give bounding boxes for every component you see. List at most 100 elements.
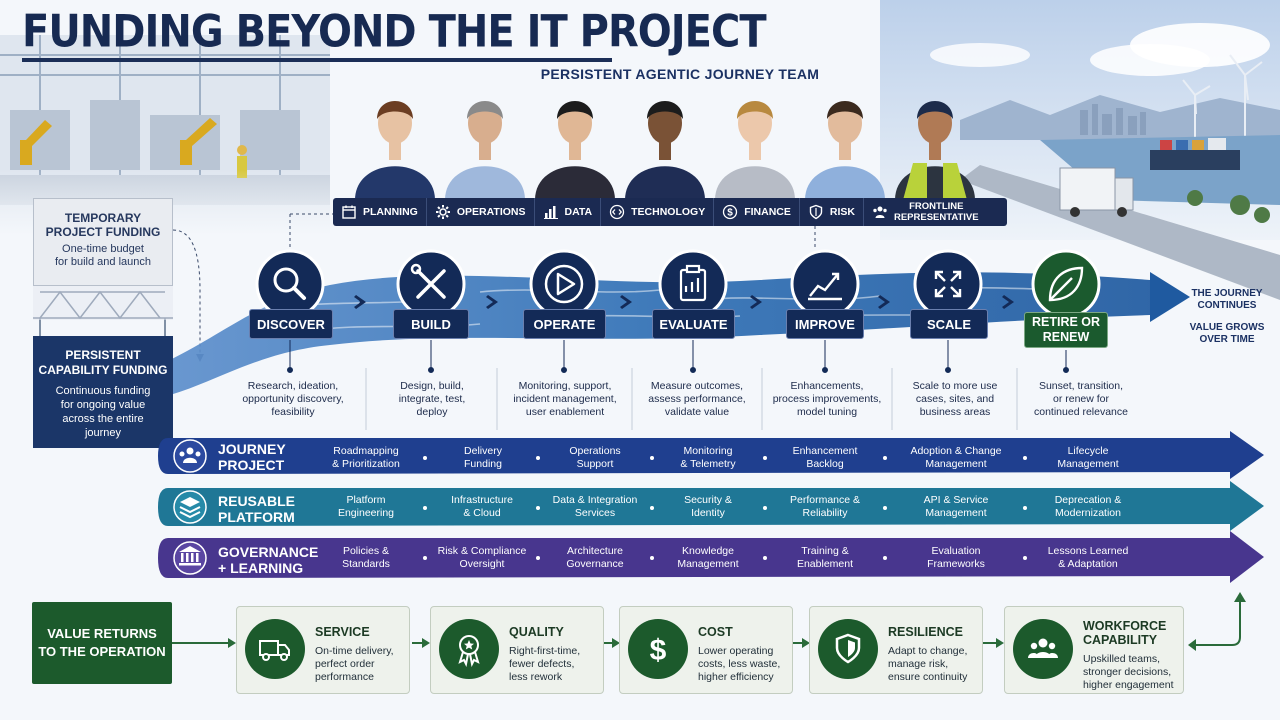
- lane-item-line: Frameworks: [927, 558, 985, 570]
- lane-item-line: Backlog: [806, 458, 844, 470]
- title-line: WORKFORCE: [1083, 619, 1167, 633]
- team-member-neck: [389, 140, 401, 160]
- lane-item-line: Identity: [691, 507, 725, 519]
- temporary-title-line2: PROJECT FUNDING: [45, 225, 161, 239]
- role-label: TECHNOLOGY: [631, 206, 706, 218]
- safety-vest: [903, 163, 967, 200]
- value-card-desc: On-time delivery, perfect order performa…: [315, 645, 394, 684]
- svg-text:$: $: [650, 634, 667, 667]
- role-label: RISK: [829, 206, 855, 218]
- desc-line: or renew for: [1052, 393, 1110, 405]
- people-icon: [873, 206, 887, 218]
- role-frontline: FRONTLINE REPRESENTATIVE: [864, 198, 986, 226]
- lane-arrow-governance: [158, 531, 1264, 583]
- desc-line: Adapt to change,: [888, 645, 968, 657]
- shield-icon: [809, 204, 823, 220]
- role-operations: OPERATIONS: [427, 198, 535, 226]
- stage-label-scale: SCALE: [910, 309, 988, 339]
- temporary-desc-line1: One-time budget: [62, 243, 144, 255]
- lane-item-line: Management: [925, 507, 987, 519]
- desc-line: deploy: [416, 406, 448, 418]
- continues-line: CONTINUES: [1197, 300, 1257, 311]
- lane-item-line: Lifecycle: [1067, 445, 1109, 457]
- value-icon-circle: [818, 619, 878, 679]
- team-member-body: [805, 166, 885, 200]
- lane-item-line: Reliability: [802, 507, 848, 519]
- stage-desc-build: Design, build, integrate, test, deploy: [371, 380, 493, 419]
- stage-label-operate: OPERATE: [523, 309, 606, 339]
- desc-line: Sunset, transition,: [1038, 380, 1124, 392]
- desc-line: fewer defects,: [509, 658, 575, 670]
- lane-arrow-platform: [158, 481, 1264, 531]
- value-card-title: RESILIENCE: [888, 625, 964, 639]
- lane-item-line: Roadmapping: [333, 445, 399, 457]
- temporary-desc-line2: for build and launch: [54, 256, 151, 268]
- lane-item: Monitoring& Telemetry: [655, 445, 761, 471]
- lane-item: Lessons Learned& Adaptation: [1030, 545, 1146, 571]
- stage-label-improve: IMPROVE: [786, 309, 864, 339]
- bar-chart-icon: [543, 206, 558, 219]
- lane-item-line: Security &: [684, 494, 732, 506]
- value-icon-circle: [439, 619, 499, 679]
- badge-icon: [458, 635, 480, 667]
- team-member-neck: [659, 140, 671, 160]
- role-label: DATA: [564, 206, 593, 218]
- lane-item-line: Policies &: [342, 545, 390, 557]
- value-card-workforce: WORKFORCE CAPABILITY Upskilled teams, st…: [1004, 606, 1184, 694]
- desc-line: less rework: [509, 671, 563, 683]
- lane-item-line: Oversight: [459, 558, 505, 570]
- lane-item-line: Deprecation &: [1054, 494, 1122, 506]
- desc-line: Enhancements,: [790, 380, 864, 392]
- trend-chart-icon: [808, 272, 842, 301]
- institution-icon: [173, 541, 207, 575]
- team-member-body: [445, 166, 525, 200]
- team-member-hair: [557, 101, 593, 119]
- value-card-desc: Lower operating costs, less waste, highe…: [698, 645, 780, 684]
- play-icon: [544, 264, 584, 304]
- lane-label-line: JOURNEY: [218, 441, 286, 457]
- value-card-resilience: RESILIENCE Adapt to change, manage risk,…: [809, 606, 983, 694]
- stage-label-line: RETIRE OR: [1031, 315, 1101, 329]
- value-card-quality: QUALITY Right-first-time, fewer defects,…: [430, 606, 604, 694]
- stage-label-build: BUILD: [393, 309, 469, 339]
- lane-label-platform: REUSABLE PLATFORM: [218, 493, 295, 525]
- value-card-title: QUALITY: [509, 625, 564, 639]
- desc-line: user enablement: [525, 406, 605, 418]
- team-member-neck: [929, 140, 941, 160]
- desc-line: costs, less waste,: [698, 658, 781, 670]
- value-card-desc: Upskilled teams, stronger decisions, hig…: [1083, 653, 1174, 692]
- persistent-desc-line: across the entire: [62, 413, 144, 425]
- stage-desc-retire-renew: Sunset, transition, or renew for continu…: [1020, 380, 1142, 419]
- layers-icon: [173, 490, 207, 524]
- lane-item-line: Enablement: [796, 558, 854, 570]
- lane-label-line: GOVERNANCE: [218, 544, 319, 560]
- desc-line: ensure continuity: [888, 671, 968, 683]
- title-underline: [22, 58, 612, 62]
- persistent-title-line1: PERSISTENT: [65, 348, 141, 362]
- dollar-icon: $: [723, 204, 738, 220]
- page-title: FUNDING BEYOND THE IT PROJECT: [22, 6, 767, 58]
- role-label: PLANNING: [363, 206, 418, 218]
- lane-item: Deprecation &Modernization: [1030, 494, 1146, 520]
- lane-item: Policies &Standards: [312, 545, 420, 571]
- leaf-icon: [1048, 266, 1084, 302]
- desc-line: incident management,: [513, 393, 617, 405]
- lane-item: Performance &Reliability: [768, 494, 882, 520]
- stage-desc-improve: Enhancements, process improvements, mode…: [765, 380, 889, 419]
- stage-circle-discover: [255, 249, 325, 319]
- desc-line: Measure outcomes,: [650, 380, 744, 392]
- desc-line: feasibility: [271, 406, 315, 418]
- team-member-hair: [647, 101, 683, 119]
- desc-line: Upskilled teams,: [1083, 653, 1161, 665]
- lane-label-line: REUSABLE: [218, 493, 296, 509]
- truck-icon: [259, 640, 290, 661]
- stage-desc-operate: Monitoring, support, incident management…: [501, 380, 629, 419]
- team-illustration: [355, 101, 975, 200]
- team-member-body: [355, 166, 435, 200]
- gear-icon: [435, 205, 450, 219]
